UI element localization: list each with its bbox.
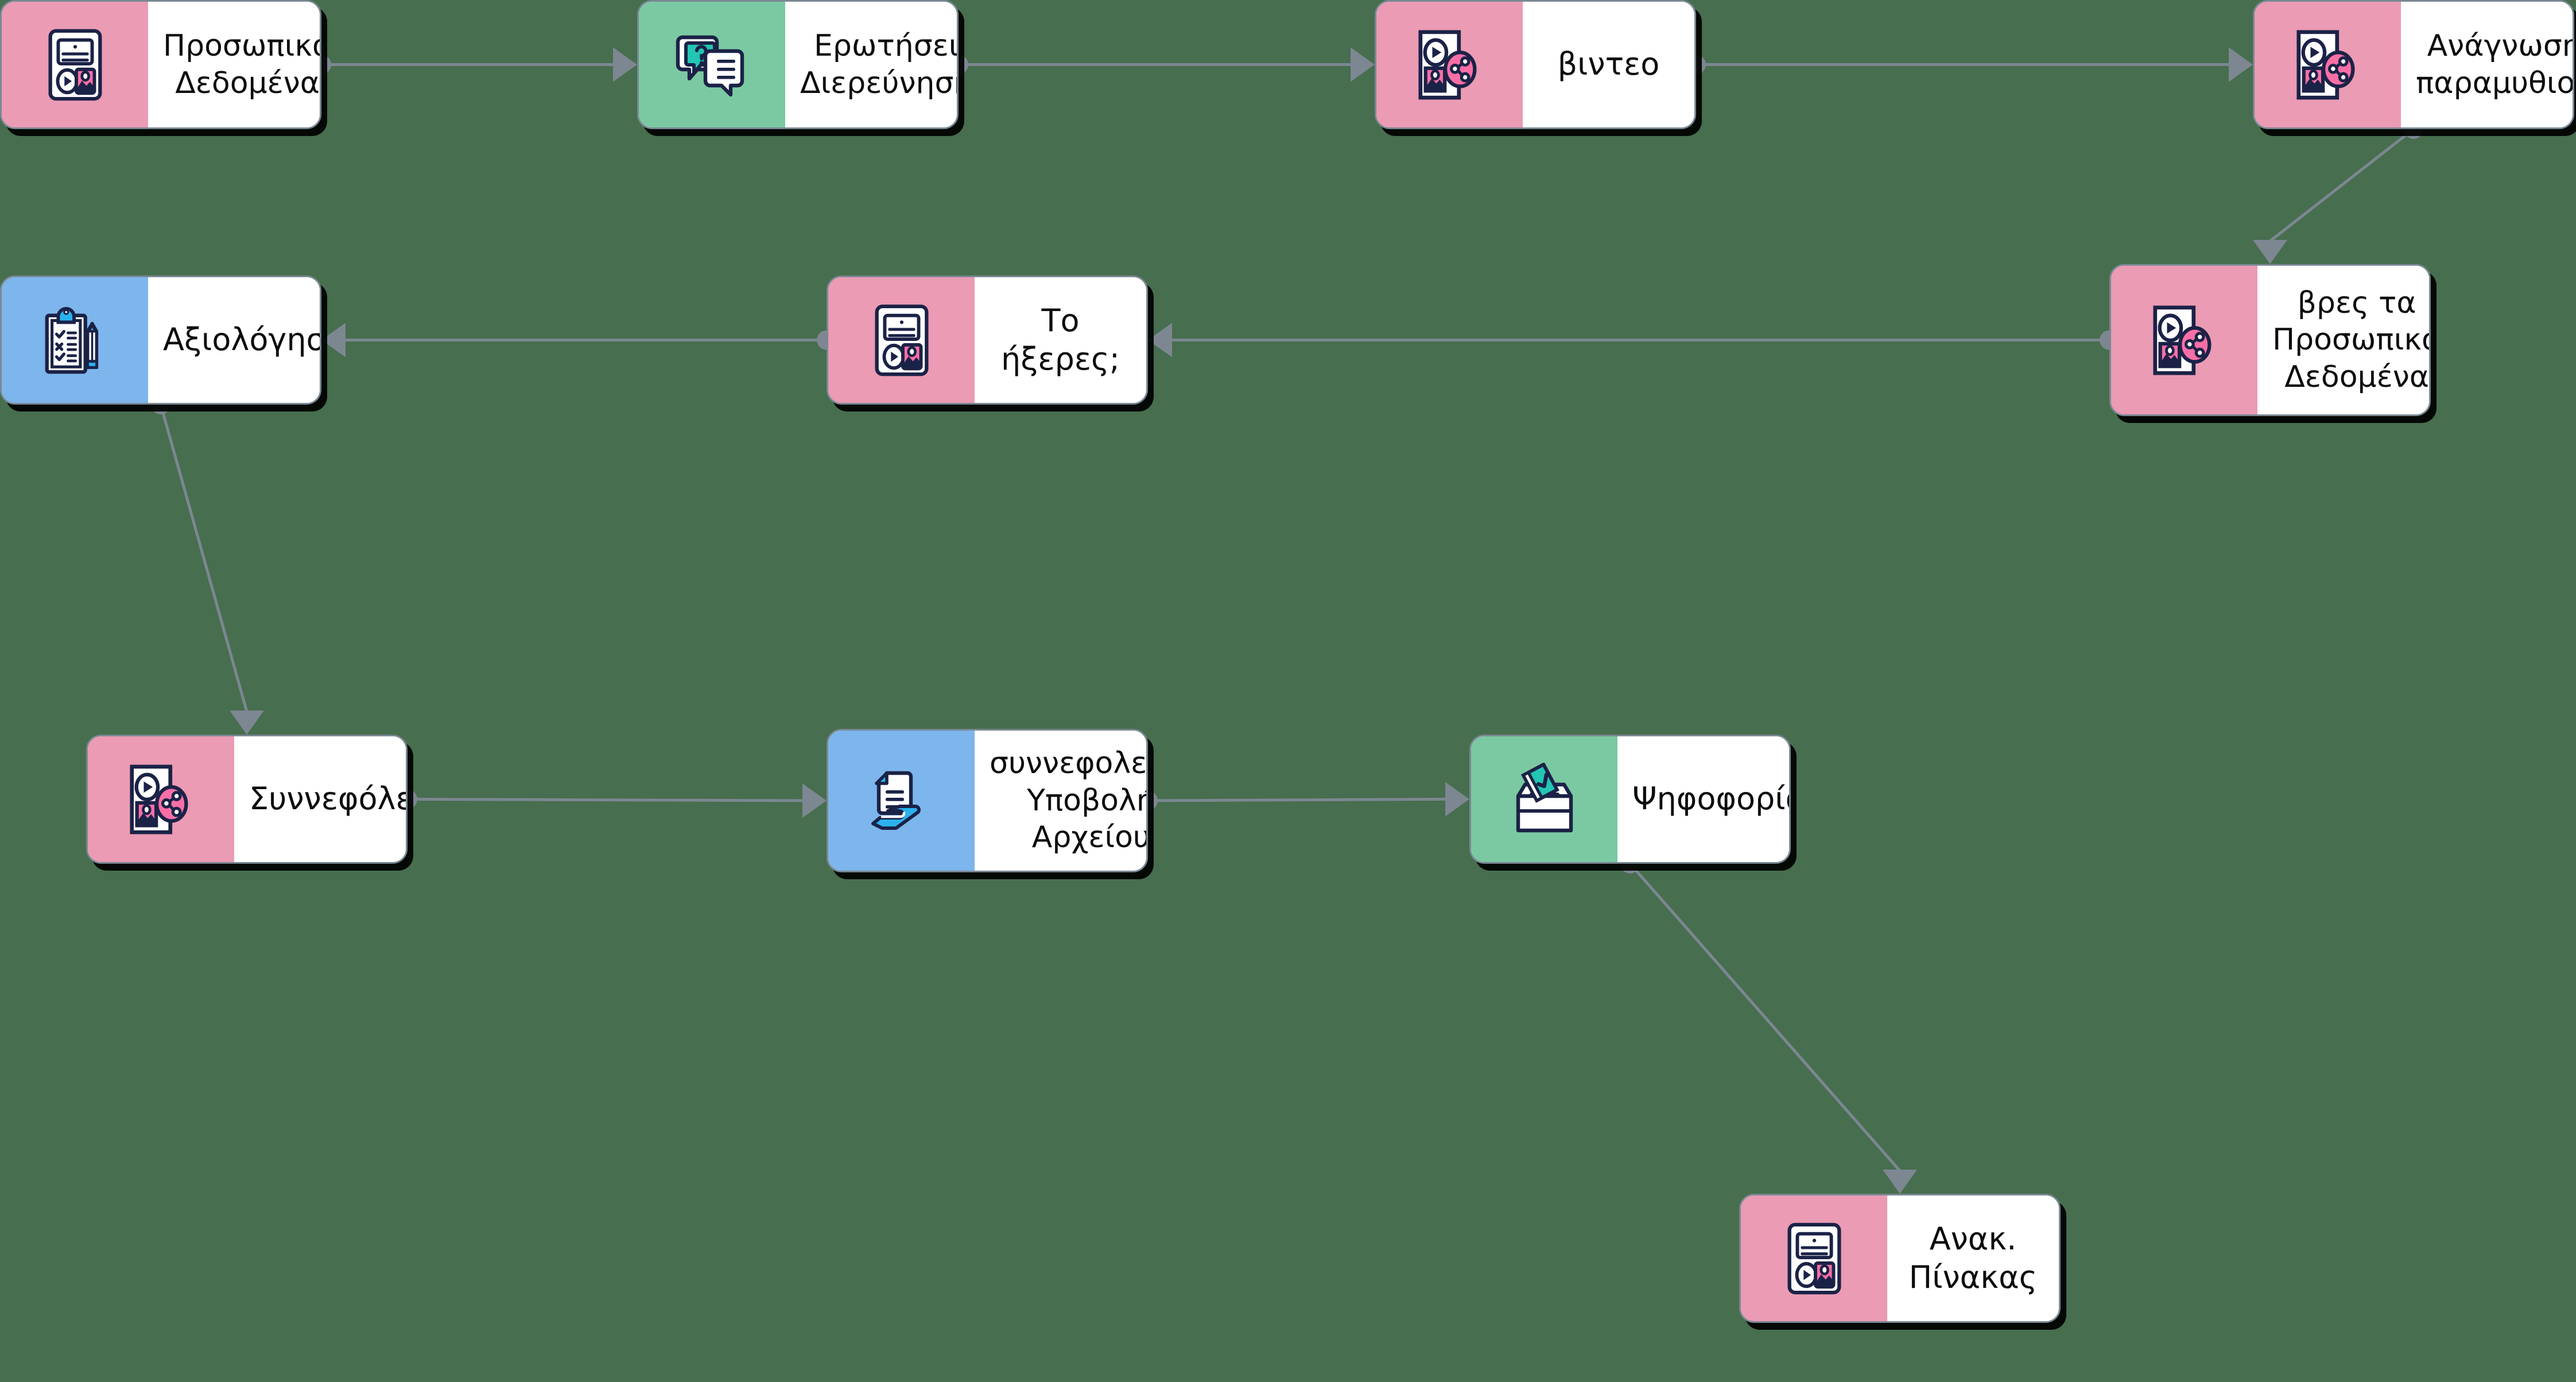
connector-line-e8 [407, 798, 804, 802]
node-evaluation[interactable]: Αξιολόγηση [0, 275, 321, 405]
media-article-icon [828, 277, 975, 403]
connector-arrowhead-e4 [2253, 240, 2287, 264]
node-label: Ερωτήσεις Διερεύνησης [785, 2, 957, 127]
node-announcement-board[interactable]: Ανακ. Πίνακας [1739, 1194, 2061, 1323]
node-did-you-know[interactable]: Το ήξερες; [827, 275, 1148, 405]
connector-line-e4 [2269, 128, 2415, 242]
node-label: Ψηφοφορία [1617, 736, 1789, 862]
node-label: Προσωπικά Δεδομένα [148, 2, 320, 127]
node-find-personal-data[interactable]: βρες τα Προσωπικά Δεδομένα [2109, 264, 2431, 416]
connector-arrowhead-e3 [2229, 47, 2253, 82]
media-share-icon [1376, 2, 1523, 127]
connector-line-e7 [159, 404, 249, 712]
node-video[interactable]: βιντεο [1375, 0, 1696, 129]
node-word-cloud[interactable]: Συννεφόλεξο [86, 735, 408, 864]
connector-arrowhead-e10 [1883, 1170, 1917, 1194]
media-share-icon [2255, 2, 2401, 127]
connector-arrowhead-e2 [1351, 47, 1375, 82]
node-label: Συννεφόλεξο [234, 736, 406, 862]
connector-line-e9 [1147, 798, 1447, 802]
connector-arrowhead-e6 [321, 323, 346, 358]
node-label: βιντεο [1523, 2, 1694, 127]
connector-line-e10 [1629, 863, 1901, 1172]
node-label: Ανακ. Πίνακας [1887, 1195, 2059, 1321]
node-label: Αξιολόγηση [148, 277, 320, 403]
media-article-icon [1741, 1195, 1887, 1321]
node-label: βρες τα Προσωπικά Δεδομένα [2257, 266, 2429, 414]
connector-arrowhead-e8 [802, 783, 827, 818]
media-share-icon [88, 736, 234, 862]
media-share-icon [2111, 266, 2257, 414]
connector-arrowhead-e7 [230, 711, 264, 735]
node-label: Το ήξερες; [975, 277, 1146, 403]
node-story-reading[interactable]: Ανάγνωση παραμυθιού [2253, 0, 2574, 129]
node-label: Ανάγνωση παραμυθιού [2401, 2, 2573, 127]
node-label: συννεφολεξο- Υποβολή Αρχείου [975, 731, 1146, 871]
connector-arrowhead-e9 [1445, 782, 1469, 817]
ballot-box-icon [1471, 736, 1617, 862]
clipboard-checklist-icon [2, 277, 148, 403]
node-voting[interactable]: Ψηφοφορία [1469, 735, 1791, 864]
node-inquiry-questions[interactable]: Ερωτήσεις Διερεύνησης [637, 0, 959, 129]
connector-arrowhead-e5 [1148, 323, 1172, 358]
connector-arrowhead-e1 [613, 47, 637, 82]
question-chat-icon [639, 2, 785, 127]
document-hand-icon [828, 731, 975, 871]
media-article-icon [2, 2, 148, 127]
node-word-cloud-submit[interactable]: συννεφολεξο- Υποβολή Αρχείου [827, 729, 1148, 872]
node-personal-data[interactable]: Προσωπικά Δεδομένα [0, 0, 321, 129]
